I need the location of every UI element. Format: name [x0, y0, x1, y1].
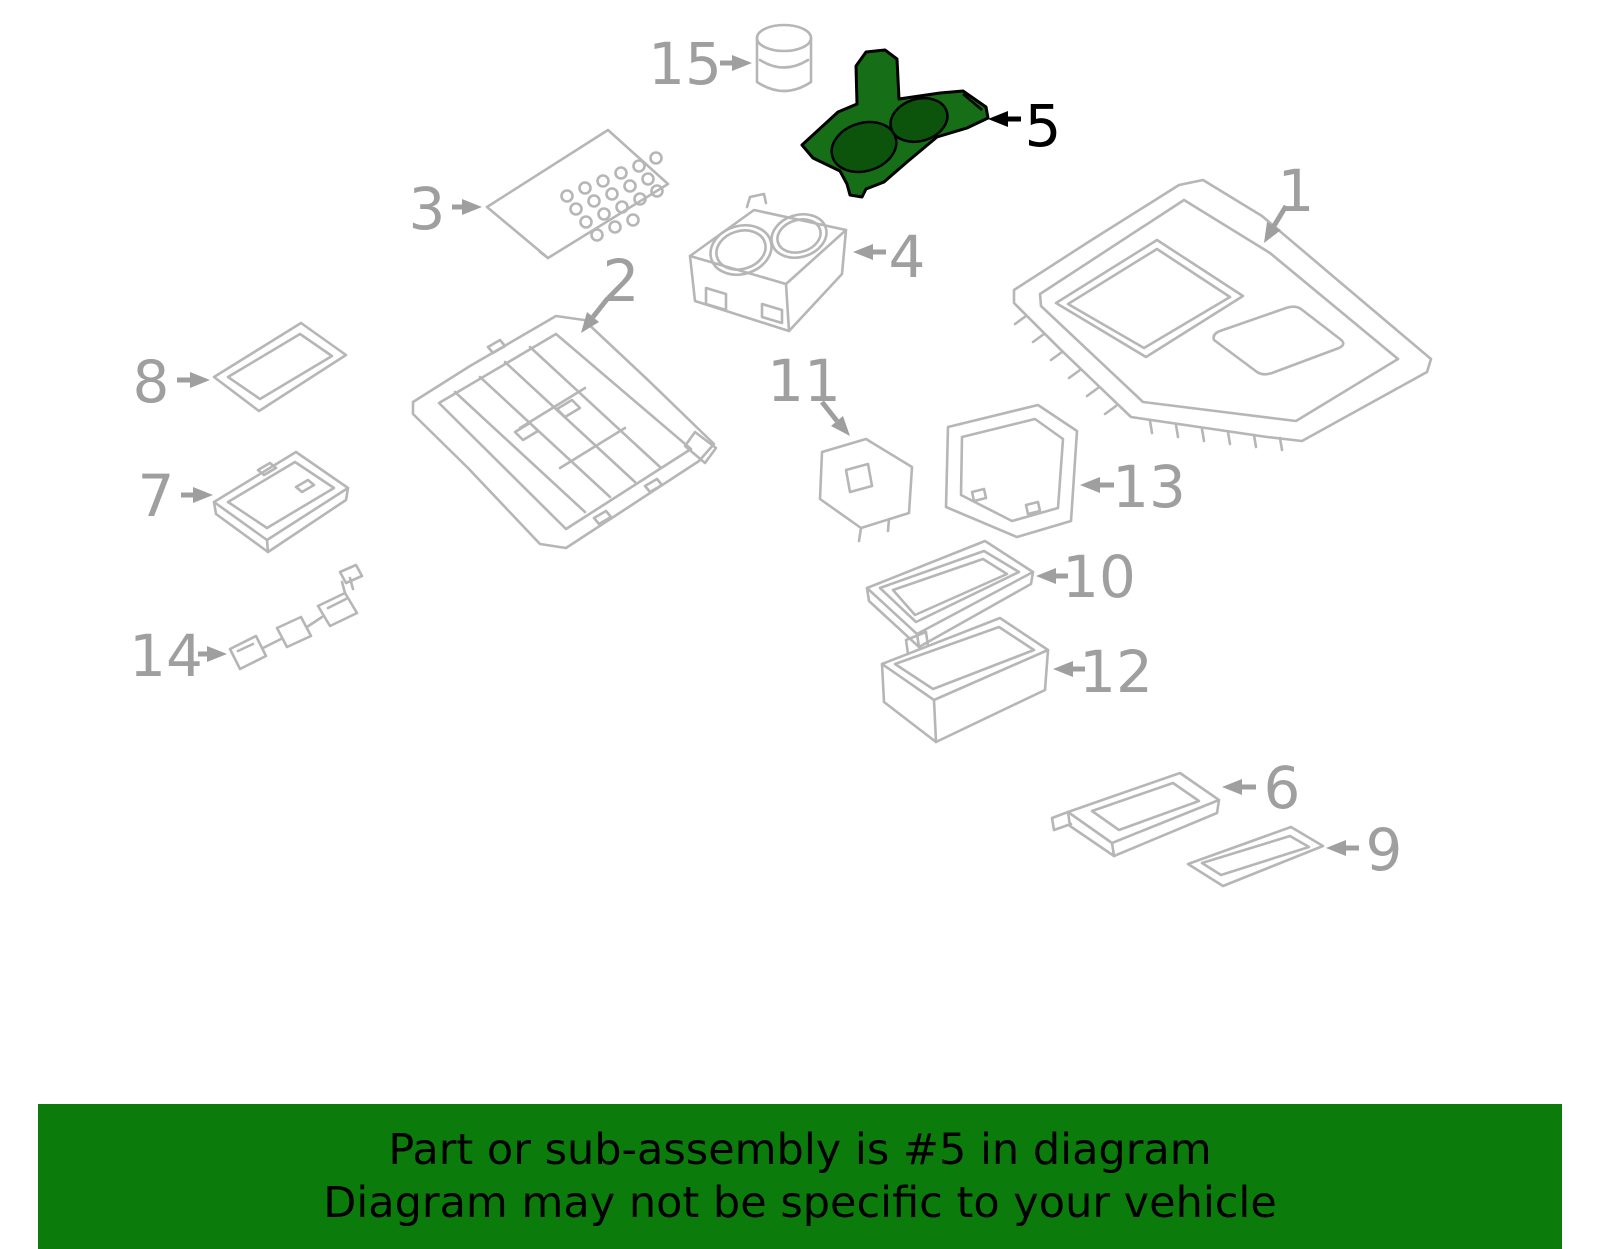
callout-10-number: 10 — [1062, 543, 1136, 611]
part-6-bezel — [1050, 771, 1221, 858]
callout-9-number: 9 — [1366, 816, 1403, 884]
callout-2-number: 2 — [603, 247, 640, 315]
part-4-cup-holder — [688, 192, 848, 333]
callout-12-number: 12 — [1079, 638, 1153, 706]
callout-11-arrowhead-icon — [831, 416, 850, 436]
callout-1: 1 — [1264, 157, 1314, 243]
callout-8-number: 8 — [133, 348, 170, 416]
callout-14: 14 — [129, 622, 227, 690]
part-9-flat-panel — [1186, 825, 1325, 888]
callout-2-arrowhead-icon — [581, 312, 599, 333]
part-1-console-trim-panel — [1012, 178, 1433, 452]
part-11-bracket-panel — [818, 437, 914, 543]
callout-11-number: 11 — [767, 347, 841, 415]
callout-7-number: 7 — [138, 462, 175, 530]
callout-4-number: 4 — [889, 223, 926, 291]
callout-10: 10 — [1036, 543, 1136, 611]
callout-5-arrowhead-icon — [988, 111, 1008, 127]
callout-14-arrowhead-icon — [207, 646, 227, 662]
part-2-console-frame — [411, 314, 718, 550]
callout-6: 6 — [1222, 754, 1300, 822]
callout-13-arrowhead-icon — [1080, 477, 1100, 493]
callout-2-leader — [591, 296, 610, 319]
callout-5-number: 5 — [1025, 92, 1062, 160]
callout-15-number: 15 — [648, 30, 722, 98]
callout-1-leader — [1271, 204, 1289, 228]
part-13-side-panel — [944, 403, 1079, 539]
part-3-grille-panel — [485, 128, 670, 260]
highlight-banner: Part or sub-assembly is #5 in diagram Di… — [38, 1104, 1562, 1249]
callout-3-arrowhead-icon — [462, 199, 482, 215]
callout-6-number: 6 — [1264, 754, 1301, 822]
callout-8-arrowhead-icon — [190, 372, 210, 388]
part-12-storage-box — [880, 616, 1050, 744]
callout-5: 5 — [988, 92, 1061, 160]
part-15-knob-cap — [755, 23, 813, 93]
callout-13-number: 13 — [1112, 453, 1186, 521]
callout-11: 11 — [767, 347, 850, 436]
callout-7-arrowhead-icon — [193, 487, 213, 503]
callout-8: 8 — [133, 348, 210, 416]
callout-11-leader — [820, 400, 839, 423]
callout-10-arrowhead-icon — [1036, 568, 1056, 584]
banner-line-1: Part or sub-assembly is #5 in diagram — [388, 1125, 1212, 1176]
callout-15: 15 — [648, 30, 752, 98]
callout-12-arrowhead-icon — [1053, 661, 1073, 677]
callout-2: 2 — [581, 247, 639, 333]
callout-7: 7 — [138, 462, 213, 530]
callout-4-arrowhead-icon — [853, 244, 873, 260]
part-10-tray-lid — [865, 539, 1035, 649]
callout-6-arrowhead-icon — [1222, 779, 1242, 795]
part-8-trim-plate — [212, 321, 348, 413]
part-7-tray — [212, 450, 350, 554]
callout-9: 9 — [1326, 816, 1402, 884]
callout-3: 3 — [409, 175, 482, 243]
callout-15-arrowhead-icon — [732, 55, 752, 71]
callout-12: 12 — [1053, 638, 1153, 706]
callout-9-arrowhead-icon — [1326, 840, 1346, 856]
callout-14-number: 14 — [129, 622, 203, 690]
part-14-wiring-harness — [228, 563, 364, 671]
banner-line-2: Diagram may not be specific to your vehi… — [323, 1177, 1277, 1228]
callout-1-arrowhead-icon — [1264, 222, 1281, 243]
callout-3-number: 3 — [409, 175, 446, 243]
part-5-highlighted-trim-plate — [800, 48, 990, 199]
callout-4: 4 — [853, 223, 925, 291]
callout-13: 13 — [1080, 453, 1186, 521]
